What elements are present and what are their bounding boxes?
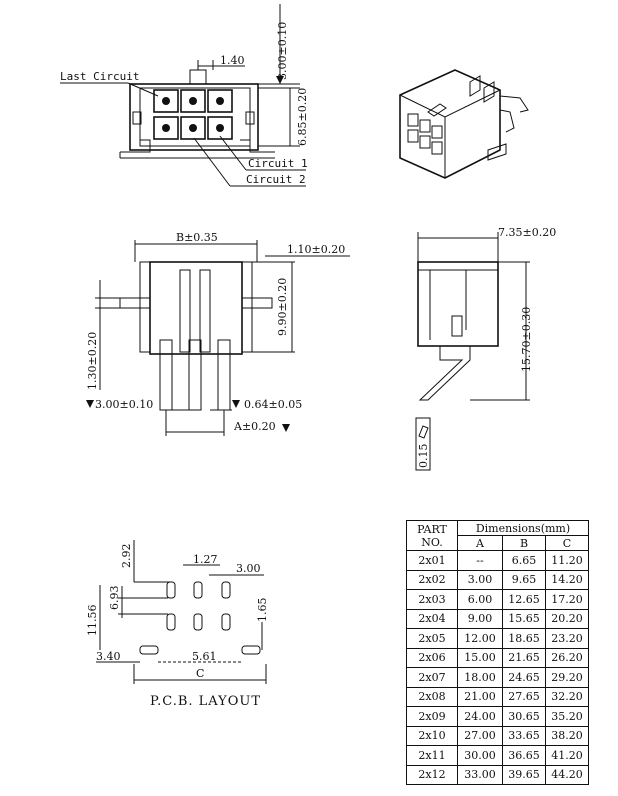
dim-6-85: 6.85±0.20 [296,88,309,146]
dim-1-27: 1.27 [193,553,218,566]
dim-c: C [196,667,204,680]
label-last-circuit: Last Circuit [60,70,139,83]
dim-2-92: 2.92 [120,544,133,569]
isometric-view [399,69,529,179]
dimensions-table: PART NO. Dimensions(mm) A B C 2x01--6.65… [406,520,589,785]
dim-0-15: 0.15 [417,444,430,469]
dim-1-40: 1.40 [220,54,245,67]
dim-6-93: 6.93 [108,586,121,611]
dim-1-65: 1.65 [256,598,269,623]
dim-3-40: 3.40 [96,650,121,663]
header-dimensions: Dimensions(mm) [457,520,589,536]
dim-1-10: 1.10±0.20 [287,243,345,256]
dim-1-30: 1.30±0.20 [86,332,99,390]
side-view-left: B±0.35 1.10±0.20 9.90±0.20 1.30±0.20 3.0… [86,231,350,436]
dim-0-64: 0.64±0.05 [244,398,302,411]
cavity-grid [153,89,233,140]
dim-a: A±0.20 [233,420,276,433]
dim-7-35: 7.35±0.20 [498,226,556,239]
dim-5-61: 5.61 [192,650,217,663]
dim-3-00-pitch: 3.00±0.10 [95,398,153,411]
header-col-c: C [545,535,589,551]
side-view-right: 7.35±0.20 15.70±0.30 0.15 [415,226,556,471]
pcb-caption: P.C.B. LAYOUT [150,694,262,709]
label-circuit-2: Circuit 2 [246,173,306,186]
dim-3-00: 3.00±0.10 [276,22,289,80]
header-col-b: B [502,535,546,551]
header-part-no: PART NO. [406,520,458,551]
header-col-a: A [457,535,503,551]
dim-b: B±0.35 [176,231,218,244]
front-view: 1.40 3.00±0.10 6.85±0.20 Last Circuit Ci… [60,4,309,187]
dim-3-00-pcb: 3.00 [236,562,261,575]
dim-9-90: 9.90±0.20 [276,278,289,336]
dim-15-70: 15.70±0.30 [520,307,533,372]
dim-11-56: 11.56 [86,605,99,637]
pcb-layout: 2.92 1.27 3.00 6.93 11.56 1.65 3.40 5.61… [86,540,269,684]
label-circuit-1: Circuit 1 [248,157,308,170]
